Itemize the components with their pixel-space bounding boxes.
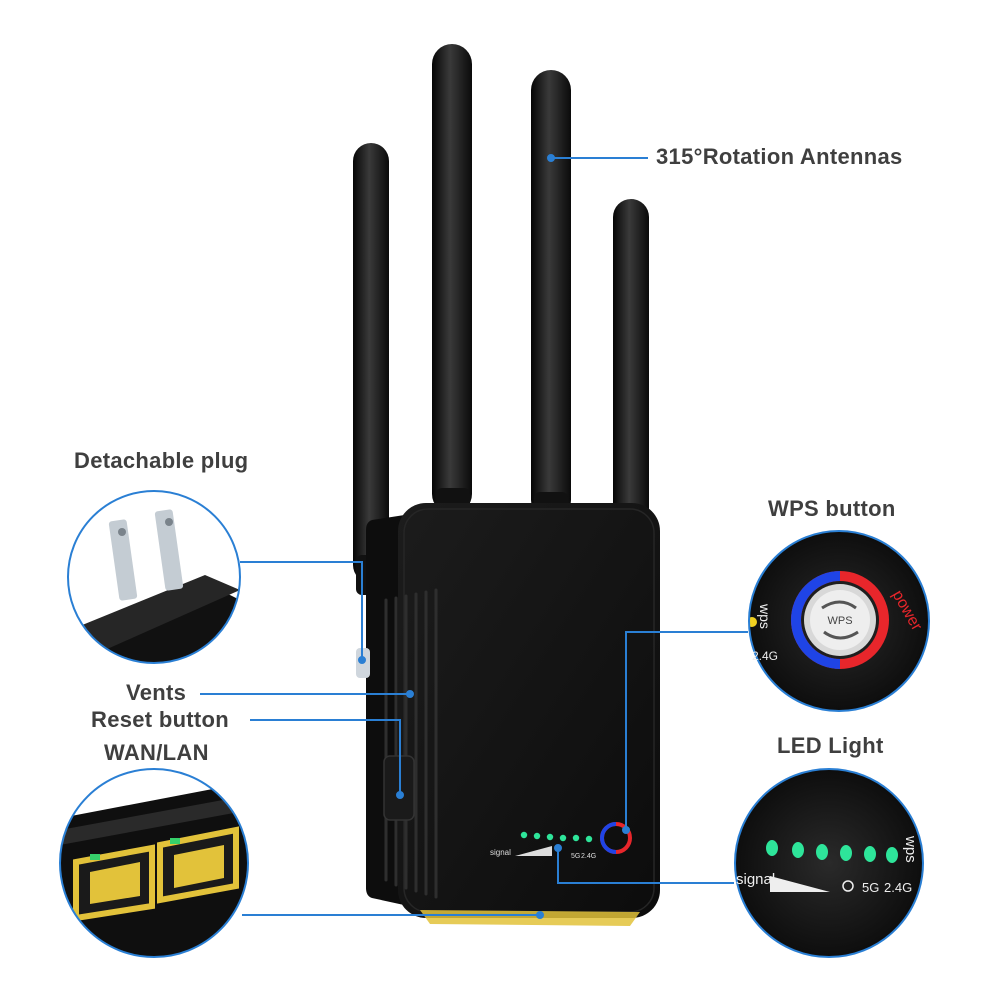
device-label-signal: signal [490,848,511,857]
wan-lan-detail-circle [59,768,249,958]
led-detail-circle [734,768,924,958]
plug-detail-circle [67,490,241,664]
callout-wps: WPS button [768,496,896,521]
callout-antennas: 315°Rotation Antennas [656,144,903,169]
led-circle-label-5g: 5G [862,880,879,895]
device-body [356,503,660,926]
device-label-5g: 5G [571,853,580,860]
wps-detail-circle [748,530,930,712]
callout-reset: Reset button [91,707,230,732]
device-led-panel [515,822,632,856]
wps-circle-label-wps: wps [757,603,773,629]
callout-vents: Vents [126,680,187,705]
device-label-24g: 2.4G [581,853,596,860]
wps-circle-button-text: WPS [827,615,852,627]
vents [384,588,438,899]
callout-plug: Detachable plug [74,448,249,473]
wps-circle-label-24g: 2.4G [752,649,778,663]
led-circle-label-24g: 2.4G [884,880,912,895]
callout-wan-lan: WAN/LAN [104,740,209,765]
led-circle-label-wps: wps [902,835,919,863]
callout-led: LED Light [777,733,884,758]
callout-lines [200,154,748,919]
led-circle-label-signal: signal [736,871,775,888]
